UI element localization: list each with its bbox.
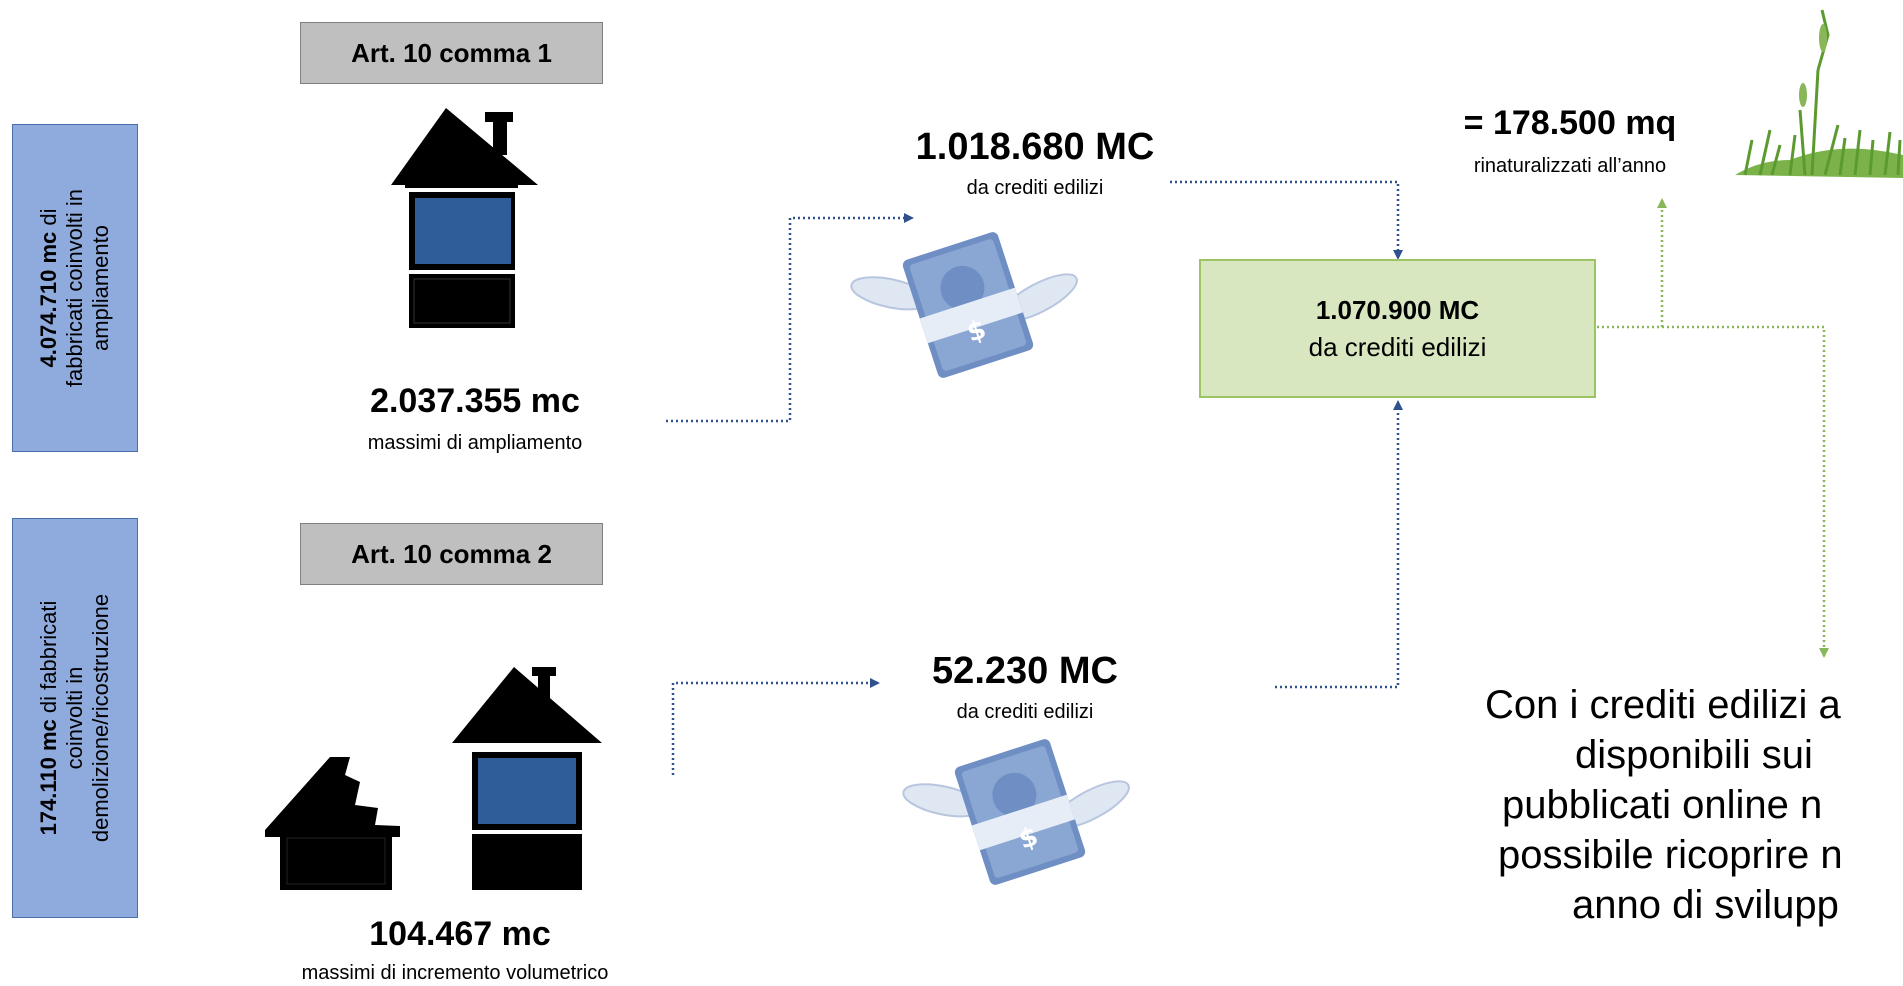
connector-arrows — [666, 180, 1403, 775]
incremento-caption: massimi di incremento volumetrico — [301, 962, 609, 984]
rinaturalizzati-caption: rinaturalizzati all’anno — [1473, 155, 1667, 177]
conclusion-line: Con i crediti edilizi a — [1485, 683, 1841, 727]
rinaturalizzati-value: = 178.500 mq — [1463, 104, 1677, 142]
credits-top-caption: da crediti edilizi — [966, 177, 1104, 199]
art-box-label: Art. 10 comma 2 — [351, 538, 552, 569]
art-box-label: Art. 10 comma 1 — [351, 37, 552, 68]
green-connector-arrows — [1597, 198, 1829, 658]
arrow-total-to-conclusion — [1662, 325, 1829, 658]
arrow-total-to-rinaturalizzati — [1597, 198, 1667, 329]
side-label-box-demolizione: 174.110 mc di fabbricati coinvolti in de… — [12, 518, 138, 918]
flying-money-icon: $ — [850, 232, 1078, 378]
house-icon — [452, 667, 602, 890]
credits-bottom-caption: da crediti edilizi — [956, 701, 1094, 723]
total-value: 1.070.900 MC — [1315, 294, 1480, 325]
arrow-ampliamento-to-credits — [666, 213, 914, 423]
arrow-credits-top-to-total — [1170, 180, 1403, 260]
credits-bottom-value: 52.230 MC — [932, 650, 1118, 692]
ampliamento-caption: massimi di ampliamento — [367, 432, 583, 454]
credits-top-value: 1.018.680 MC — [915, 126, 1155, 168]
conclusion-line: possibile ricoprire n — [1498, 833, 1843, 877]
flying-money-icon: $ — [902, 739, 1130, 885]
total-credits-box: 1.070.900 MC da crediti edilizi — [1199, 259, 1596, 398]
house-icon — [391, 108, 538, 328]
conclusion-line: anno di svilupp — [1572, 883, 1839, 927]
arrow-incremento-to-credits — [671, 678, 880, 775]
arrow-credits-bottom-to-total — [1275, 400, 1403, 689]
grass-icon — [1735, 9, 1903, 178]
ampliamento-value: 2.037.355 mc — [370, 382, 580, 420]
conclusion-line: pubblicati online n — [1502, 783, 1823, 827]
side-label-box-ampliamento: 4.074.710 mc di fabbricati coinvolti in … — [12, 124, 138, 452]
art-10-comma-2-box: Art. 10 comma 2 — [300, 523, 603, 585]
conclusion-line: disponibili sui — [1575, 733, 1813, 777]
art-10-comma-1-box: Art. 10 comma 1 — [300, 22, 603, 84]
incremento-value: 104.467 mc — [369, 915, 551, 953]
damaged-house-icon — [265, 757, 400, 890]
total-caption: da crediti edilizi — [1308, 331, 1487, 362]
